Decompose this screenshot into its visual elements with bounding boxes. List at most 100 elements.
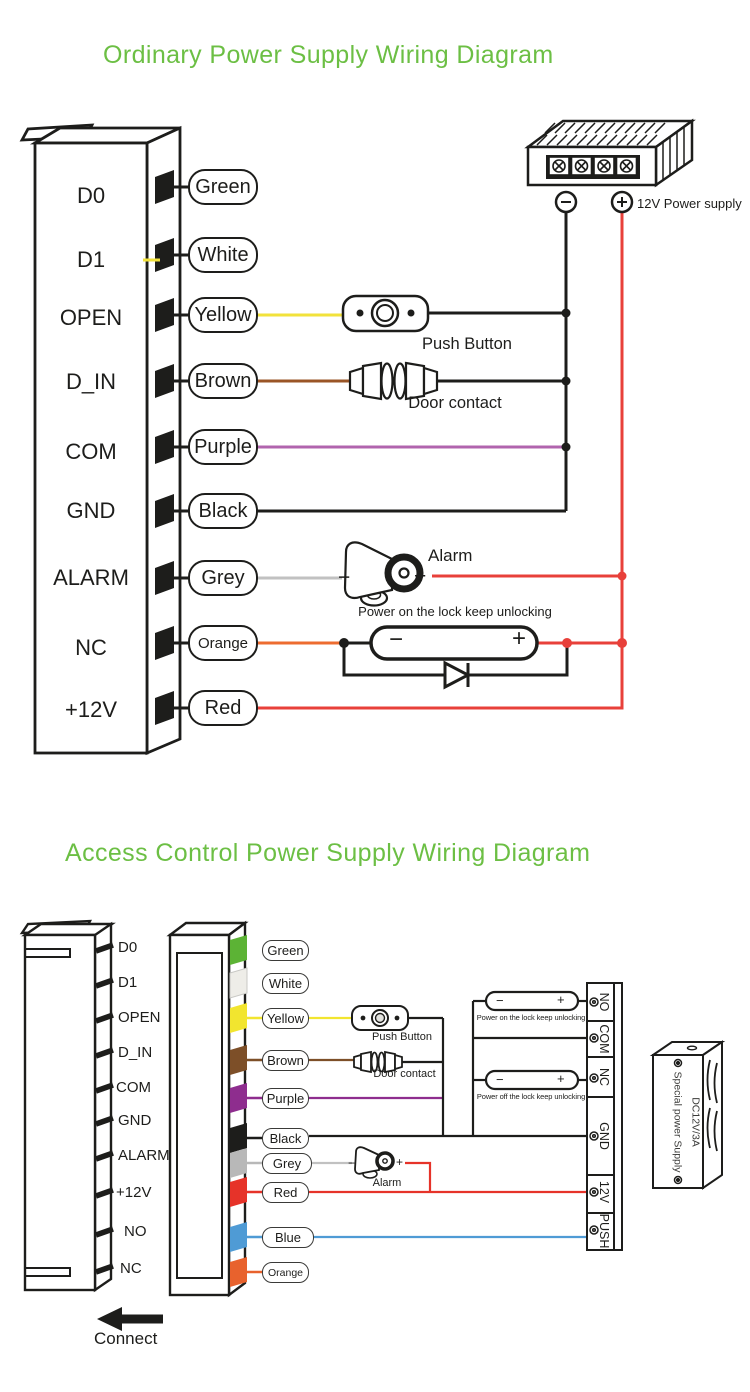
a-terminal-open: OPEN <box>118 1009 161 1026</box>
connector-black <box>230 1123 247 1153</box>
door-contact-icon <box>348 361 439 401</box>
alarm-plus: + <box>414 565 427 588</box>
connector-yellow <box>230 1003 247 1033</box>
access-reader-ticks <box>95 942 114 1275</box>
alarm-minus: − <box>338 566 351 589</box>
wire-label-white: White <box>188 237 258 273</box>
connector-green <box>230 935 247 965</box>
a-terminal-alarm: ALARM <box>118 1147 170 1164</box>
wire-label-purple: Purple <box>188 429 258 465</box>
wire-label-grey: Grey <box>188 560 258 596</box>
lock-note: Power on the lock keep unlocking <box>358 604 552 619</box>
terminal-block <box>586 982 623 1251</box>
a-alarm-minus: − <box>348 1156 356 1170</box>
wire-label-yellow: Yellow <box>188 297 258 333</box>
a-wire-label-brown: Brown <box>262 1050 309 1071</box>
ordinary-connector-stubs <box>143 185 190 710</box>
connector-orange <box>230 1257 247 1287</box>
terminal-open: OPEN <box>59 305 123 330</box>
door-contact-icon-small <box>353 1050 403 1074</box>
connector-brown <box>230 1045 247 1075</box>
alarm-label: Alarm <box>428 546 473 565</box>
lock-off-plus: + <box>557 1071 565 1086</box>
terminal-gnd: GND <box>66 498 116 523</box>
wire-alarm-red <box>405 1161 432 1192</box>
a-terminal-com: COM <box>116 1079 151 1096</box>
a-wire-label-orange: Orange <box>262 1262 309 1283</box>
terminal-din: D_IN <box>65 369 117 394</box>
terminal-d1: D1 <box>76 247 106 272</box>
lock-minus: − <box>389 626 404 653</box>
psu-screws <box>548 156 638 176</box>
a-terminal-gnd: GND <box>118 1112 152 1129</box>
terminal-nc: NC <box>75 635 107 660</box>
lock-on-icon <box>484 990 580 1012</box>
connector-blue <box>230 1222 247 1252</box>
a-terminal-d0: D0 <box>118 939 138 956</box>
a-wire-label-white: White <box>262 973 309 994</box>
access-reader-box <box>19 919 116 1293</box>
lock-on-note: Power on the lock keep unlocking <box>476 1013 586 1022</box>
lock-off-note: Power off the lock keep unlocking <box>476 1092 586 1101</box>
lock-on-minus: − <box>496 993 504 1008</box>
special-psu-label: DC12V/3A Special power Supply <box>654 1056 704 1189</box>
terminal-d0: D0 <box>76 183 106 208</box>
alarm-icon <box>343 541 424 607</box>
lock-plus: + <box>512 625 527 652</box>
push-button-icon-small <box>351 1005 409 1031</box>
lock-on-plus: + <box>557 992 565 1007</box>
psu-desc: Special power Supply <box>671 1071 684 1173</box>
special-power-supply-icon <box>649 1040 726 1190</box>
wire-label-green: Green <box>188 169 258 205</box>
tb-label-push: PUSH <box>597 1213 611 1249</box>
access-title: Access Control Power Supply Wiring Diagr… <box>65 839 591 867</box>
ordinary-title: Ordinary Power Supply Wiring Diagram <box>103 41 554 69</box>
positive-bus <box>258 213 624 710</box>
a-push-button-label: Push Button <box>372 1031 432 1043</box>
a-wire-label-blue: Blue <box>262 1227 314 1248</box>
access-connector-stubs <box>247 1016 263 1274</box>
a-wire-label-black: Black <box>262 1128 309 1149</box>
connector-white <box>229 967 248 999</box>
a-terminal-12v: +12V <box>116 1184 152 1201</box>
a-wire-label-green: Green <box>262 940 309 961</box>
access-wires <box>309 999 590 1239</box>
a-terminal-din: D_IN <box>118 1044 153 1061</box>
tb-label-gnd: GND <box>597 1122 611 1150</box>
wire-label-brown: Brown <box>188 363 258 399</box>
psu-hatching <box>536 122 685 180</box>
ordinary-terminal-connectors <box>155 170 174 725</box>
connector-grey <box>230 1148 247 1178</box>
wire-label-orange: Orange <box>188 625 258 661</box>
ordinary-wires <box>258 213 624 710</box>
a-terminal-d1: D1 <box>118 974 138 991</box>
terminal-com: COM <box>65 439 117 464</box>
a-wire-label-red: Red <box>262 1182 309 1203</box>
power-supply-label: 12V Power supply <box>637 196 742 211</box>
a-terminal-no: NO <box>124 1223 147 1240</box>
connect-arrow-icon <box>97 1307 163 1331</box>
a-wire-label-purple: Purple <box>262 1088 309 1109</box>
diode-icon <box>443 660 472 690</box>
connector-purple <box>230 1083 247 1113</box>
psu-model: DC12V/3A <box>689 1097 702 1147</box>
a-terminal-nc: NC <box>120 1260 142 1277</box>
push-button-icon <box>341 294 430 333</box>
terminal-12v: +12V <box>65 697 117 722</box>
access-colored-connectors <box>229 935 248 1287</box>
terminal-alarm: ALARM <box>53 565 129 590</box>
connect-label: Connect <box>94 1329 158 1348</box>
wire-label-black: Black <box>188 493 258 529</box>
connector-red <box>230 1177 247 1207</box>
lock-icon <box>369 625 539 661</box>
box-front-face <box>33 141 149 755</box>
lock-off-icon <box>484 1069 580 1091</box>
wire-label-red: Red <box>188 690 258 726</box>
push-button-label: Push Button <box>422 335 512 353</box>
a-wire-label-grey: Grey <box>262 1153 312 1174</box>
door-contact-label: Door contact <box>408 394 502 412</box>
terminal-screws <box>589 997 599 1235</box>
lock-off-minus: − <box>496 1072 504 1087</box>
